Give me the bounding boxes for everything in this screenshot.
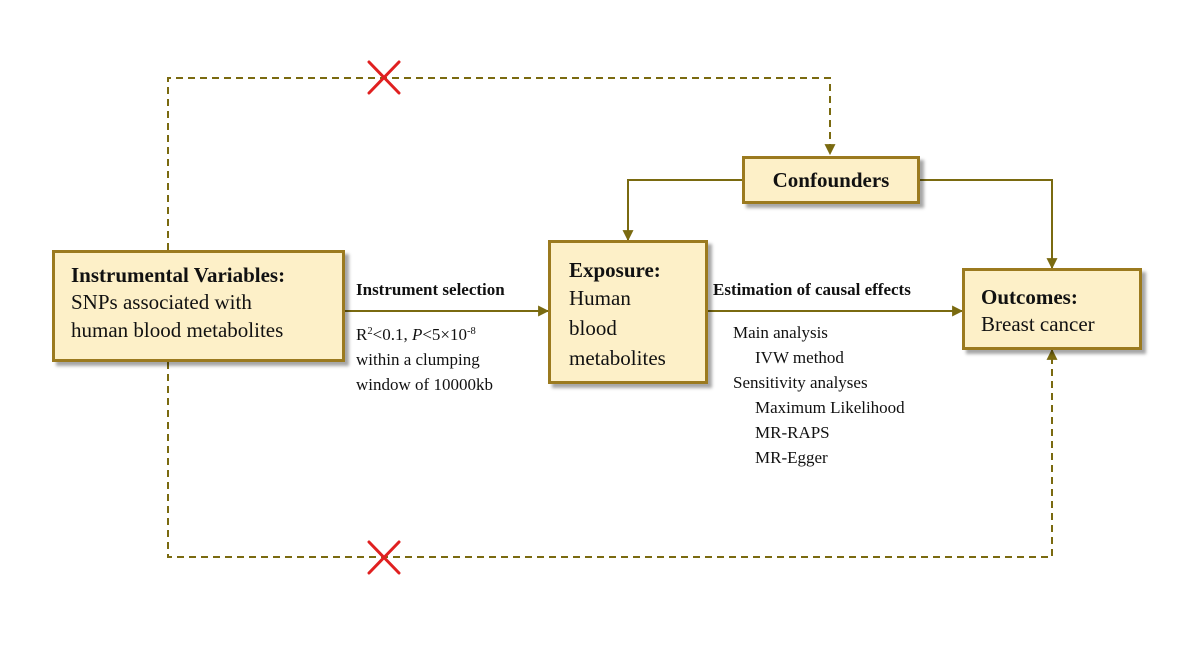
sensitivity-method-mr-raps: MR-RAPS bbox=[755, 423, 830, 442]
criteria-line-2: within a clumping bbox=[356, 350, 480, 369]
causal-estimation-label: Estimation of causal effects bbox=[713, 280, 911, 299]
instrument-selection-criteria: R2<0.1, P<5×10-8 within a clumping windo… bbox=[356, 322, 493, 397]
instrumental-variables-title: Instrumental Variables: bbox=[71, 263, 286, 287]
arrow-confounders-to-exposure bbox=[622, 179, 742, 242]
arrow-confounders-to-outcomes bbox=[920, 179, 1058, 270]
instrumental-variables-line-2: human blood metabolites bbox=[71, 318, 284, 342]
main-method-ivw: IVW method bbox=[755, 348, 844, 367]
instrumental-variables-line-1: SNPs associated with bbox=[71, 290, 252, 314]
exposure-title: Exposure: bbox=[569, 258, 661, 282]
cross-icon-bottom bbox=[367, 540, 401, 575]
exposure-box: Exposure: Human blood metabolites bbox=[548, 240, 708, 384]
dashed-path-iv-to-confounders bbox=[167, 77, 836, 250]
dashed-path-iv-to-outcomes bbox=[167, 348, 1058, 558]
r2-exponent: 2 bbox=[367, 326, 373, 338]
r2-value: <0.1, bbox=[372, 325, 412, 344]
confounders-box: Confounders bbox=[742, 156, 920, 204]
p-exponent: -8 bbox=[467, 326, 476, 338]
sensitivity-method-mr-egger: MR-Egger bbox=[755, 448, 828, 467]
main-analysis-heading: Main analysis bbox=[733, 323, 828, 342]
r2-symbol: R bbox=[356, 325, 368, 344]
instrument-selection-label: Instrument selection bbox=[356, 280, 505, 299]
p-symbol: P bbox=[411, 325, 423, 344]
cross-icon-top bbox=[367, 60, 401, 95]
exposure-line-3: metabolites bbox=[569, 346, 666, 370]
outcomes-title: Outcomes: bbox=[981, 285, 1078, 309]
sensitivity-method-ml: Maximum Likelihood bbox=[755, 398, 905, 417]
p-value: <5×10 bbox=[422, 325, 468, 344]
outcomes-line-1: Breast cancer bbox=[981, 312, 1095, 336]
exposure-line-2: blood bbox=[569, 316, 617, 340]
analysis-methods-list: Main analysis IVW method Sensitivity ana… bbox=[733, 320, 905, 470]
outcomes-box: Outcomes: Breast cancer bbox=[962, 268, 1142, 350]
criteria-line-3: window of 10000kb bbox=[356, 375, 493, 394]
confounders-title: Confounders bbox=[772, 168, 890, 192]
exposure-line-1: Human bbox=[569, 286, 631, 310]
criteria-line-1: R2<0.1, P<5×10-8 bbox=[356, 322, 493, 347]
sensitivity-analyses-heading: Sensitivity analyses bbox=[733, 373, 868, 392]
instrumental-variables-box: Instrumental Variables: SNPs associated … bbox=[52, 250, 345, 362]
